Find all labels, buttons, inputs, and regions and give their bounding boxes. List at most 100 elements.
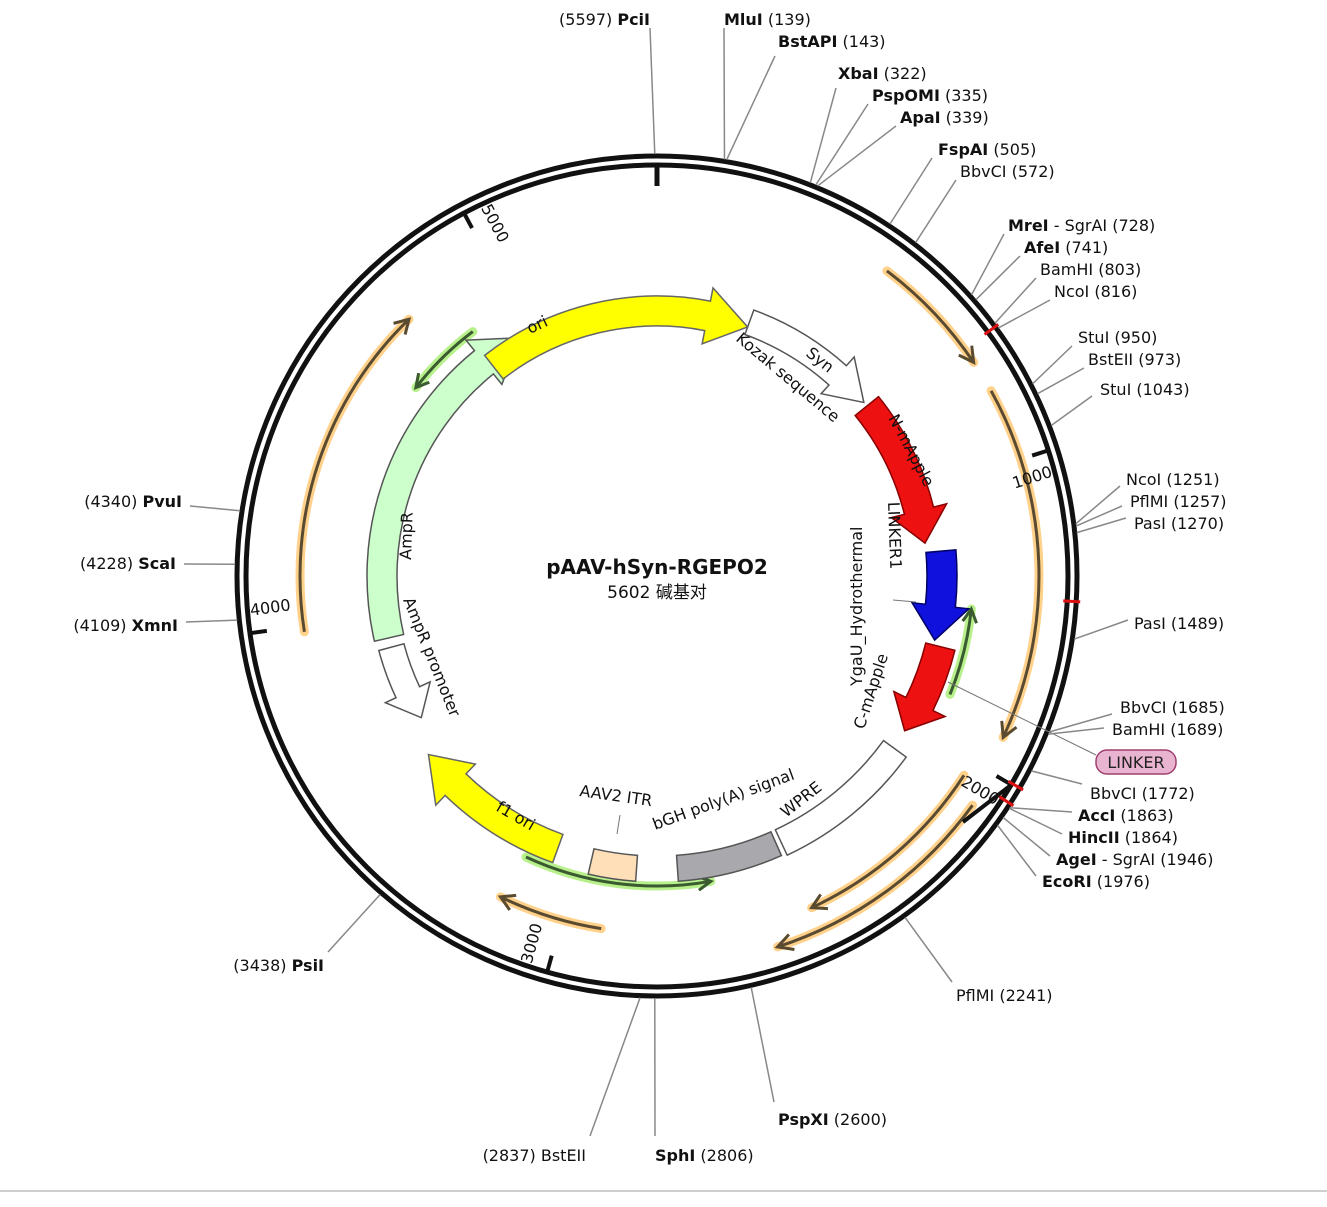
site-label[interactable]: NcoI (816) [1054, 282, 1137, 301]
tick-label: 4000 [249, 595, 292, 619]
site-leader [1032, 345, 1073, 385]
unique-site-mark [998, 795, 1015, 807]
site-leader [1075, 505, 1123, 527]
tick-mark [463, 213, 474, 230]
site-label[interactable]: (4228) ScaI [80, 554, 176, 573]
site-leader [1050, 395, 1093, 427]
site-leader [185, 619, 238, 623]
feature-c-mapple[interactable] [892, 642, 956, 732]
feature-bgh-poly-a-signal[interactable] [675, 830, 783, 883]
site-leader [1075, 485, 1121, 525]
site-leader [1031, 770, 1083, 785]
plasmid-name: pAAV-hSyn-RGEPO2 [546, 555, 768, 579]
site-label[interactable]: NcoI (1251) [1126, 470, 1220, 489]
orf-band [496, 892, 606, 934]
feature-aav2-itr[interactable] [587, 847, 639, 883]
feature-label: bGH poly(A) signal [650, 765, 797, 834]
site-leader [817, 125, 897, 187]
site-label[interactable]: (2837) BstEII [483, 1146, 586, 1165]
green-line [948, 608, 973, 695]
site-label[interactable]: AfeI (741) [1024, 238, 1108, 257]
site-label[interactable]: BbvCI (1685) [1120, 698, 1225, 717]
site-label[interactable]: BbvCI (572) [960, 162, 1055, 181]
site-label[interactable]: BamHI (803) [1040, 260, 1141, 279]
feature-ori[interactable] [483, 286, 749, 381]
tick-label: 5000 [477, 201, 513, 246]
site-label[interactable]: PspXI (2600) [778, 1110, 887, 1129]
site-label[interactable]: (3438) PsiI [233, 956, 324, 975]
site-label[interactable]: StuI (950) [1078, 328, 1157, 347]
feature-syn[interactable] [743, 309, 865, 404]
site-leader [725, 55, 776, 161]
feature-f1-ori[interactable] [427, 753, 564, 864]
orf-line [777, 804, 974, 949]
tick-label: 3000 [517, 921, 546, 965]
site-leader [589, 997, 641, 1137]
restriction-sites: (5597) PciI MluI (139) BstAPI (143) XbaI (3… [73, 10, 1226, 1165]
feature-linker1[interactable] [910, 549, 971, 642]
site-leader [998, 299, 1051, 329]
site-label[interactable]: BstEII (973) [1088, 350, 1181, 369]
linker-leader [947, 681, 1097, 756]
site-leader [975, 255, 1021, 301]
backbone-inner-ring [243, 162, 1071, 990]
site-label[interactable]: MreI - SgrAI (728) [1008, 216, 1155, 235]
site-label[interactable]: BbvCI (1772) [1090, 784, 1195, 803]
site-label[interactable]: FspAI (505) [938, 140, 1036, 159]
plasmid-size: 5602 碱基对 [607, 583, 707, 603]
site-leader [750, 987, 775, 1103]
site-label[interactable]: (5597) PciI [559, 10, 650, 29]
feature-ampr[interactable] [366, 337, 521, 643]
orf-head [393, 317, 412, 335]
site-label[interactable]: PspOMI (335) [872, 86, 988, 105]
orf-head [497, 893, 517, 911]
site-label[interactable]: EcoRI (1976) [1042, 872, 1150, 891]
feature-wpre[interactable] [774, 739, 908, 857]
site-leader [649, 27, 656, 155]
site-label[interactable]: PasI (1270) [1134, 514, 1224, 533]
site-label[interactable]: PflMI (2241) [956, 986, 1053, 1005]
site-label[interactable]: BstAPI (143) [778, 32, 886, 51]
site-leader [1074, 619, 1129, 640]
feature-label: LINKER1 [884, 501, 905, 569]
feature-label: AmpR [396, 512, 417, 560]
site-label[interactable]: StuI (1043) [1100, 380, 1190, 399]
site-label[interactable]: AccI (1863) [1078, 806, 1174, 825]
site-label[interactable]: AgeI - SgrAI (1946) [1056, 850, 1213, 869]
site-leader [1002, 816, 1051, 857]
site-label[interactable]: ApaI (339) [900, 108, 989, 127]
tick-mark [251, 628, 268, 635]
site-label[interactable]: PflMI (1257) [1130, 492, 1227, 511]
site-label[interactable]: PasI (1489) [1134, 614, 1224, 633]
orf-line [989, 390, 1041, 739]
bottom-divider [0, 1190, 1327, 1192]
linker-badge-label: LINKER [1107, 753, 1164, 772]
feature-ampr-promoter[interactable] [377, 642, 432, 719]
orf-line [811, 774, 966, 910]
site-leader [1048, 713, 1113, 733]
orf-line [499, 895, 602, 931]
site-leader [994, 277, 1037, 324]
orf-arrows [295, 266, 1044, 952]
feature-n-mapple[interactable] [854, 395, 949, 545]
site-label[interactable]: (4340) PvuI [84, 492, 182, 511]
feature-leader [616, 814, 621, 835]
site-leader [996, 824, 1037, 877]
feature-leader [892, 599, 917, 603]
site-label[interactable]: HincII (1864) [1068, 828, 1178, 847]
linker-badge[interactable]: LINKER [1095, 749, 1177, 775]
site-label[interactable]: MluI (139) [724, 10, 811, 29]
orf-head [774, 933, 795, 952]
tick-mark [1031, 449, 1048, 458]
site-leader [1008, 807, 1063, 835]
site-label[interactable]: SphI (2806) [655, 1146, 754, 1165]
tick-mark [545, 955, 554, 971]
tick-mark [961, 783, 1012, 824]
site-label[interactable]: XbaI (322) [838, 64, 927, 83]
site-label[interactable]: (4109) XmnI [73, 616, 178, 635]
site-label[interactable]: BamHI (1689) [1112, 720, 1223, 739]
green-head [961, 605, 978, 624]
orf-line [298, 318, 411, 633]
green-line [414, 330, 474, 389]
orf-line [885, 269, 975, 364]
